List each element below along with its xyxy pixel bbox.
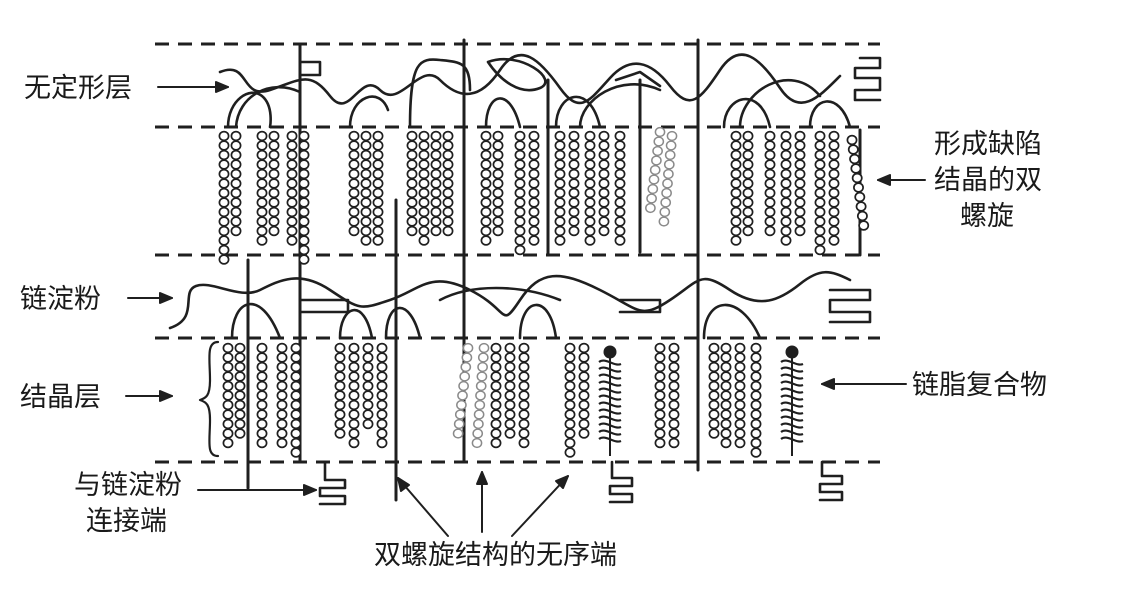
double-helix-strand (348, 342, 360, 449)
amorphous-strands-middle (168, 270, 872, 340)
double-helix-strand (828, 130, 840, 246)
double-helix-strand (290, 342, 302, 458)
arrowhead-amylopectin (159, 292, 173, 304)
double-helix-strand (518, 342, 530, 449)
label-defective-helix-line2: 结晶的双 (934, 165, 1042, 196)
double-helix-strand (276, 342, 288, 449)
amylose-lipid-complex (598, 345, 804, 456)
double-helix-strand (708, 342, 720, 439)
label-amylopectin: 链淀粉 (20, 284, 101, 315)
double-helix-strand (471, 342, 490, 449)
double-helix-strand (362, 342, 374, 430)
double-helix-strand (372, 130, 384, 246)
zigzag-ends-bottom (318, 460, 844, 506)
double-helix-strand (268, 130, 280, 237)
double-helix-strand (480, 130, 492, 246)
label-crystalline-layer: 结晶层 (20, 382, 101, 413)
double-helix-strand (584, 130, 596, 246)
callout-arrows (125, 81, 926, 537)
arrowhead-disordered-end-3 (555, 475, 569, 489)
double-helix-strand (452, 342, 474, 439)
double-helix-strand (658, 130, 678, 227)
double-helix-strand (742, 130, 754, 237)
arrow-disordered-end-3 (511, 475, 569, 537)
double-helix-strand (376, 342, 388, 449)
double-helix-strand (360, 130, 372, 246)
arrowhead-defective-helix (877, 174, 891, 186)
double-helix-strand (504, 342, 516, 439)
double-helix-strand (256, 342, 268, 449)
arrowhead-lipid-complex (821, 378, 835, 390)
double-helix-strand (668, 342, 680, 449)
double-helix-strand (614, 130, 626, 246)
amorphous-strands-top (218, 53, 852, 129)
double-helix-strand (730, 130, 742, 246)
arrowhead-connection-end (303, 484, 317, 496)
crystalline-layer-brace (198, 340, 220, 458)
double-helix-strand (794, 130, 806, 237)
double-helix-strand (734, 342, 746, 449)
double-helix-cluster-upper (218, 126, 870, 265)
double-helix-strand (418, 130, 430, 246)
double-helix-strand (492, 130, 504, 237)
double-helix-strand (218, 130, 230, 265)
double-helix-strand (230, 130, 242, 237)
double-helix-strand (442, 130, 454, 237)
label-amorphous-layer: 无定形层 (24, 73, 132, 104)
double-helix-strand (750, 342, 762, 458)
double-helix-strand (654, 342, 666, 449)
double-helix-strand (564, 342, 576, 458)
double-helix-strand (348, 130, 360, 237)
double-helix-strand (514, 130, 526, 256)
label-defective-helix-line3: 螺旋 (960, 201, 1014, 232)
label-connection-end-line1: 与链淀粉 (74, 470, 182, 501)
label-defective-helix-line1: 形成缺陷 (934, 129, 1042, 160)
double-helix-strand (490, 342, 502, 449)
label-disordered-helix-ends: 双螺旋结构的无序端 (374, 540, 617, 571)
double-helix-strand (568, 130, 580, 237)
arrowhead-disordered-end-2 (476, 471, 488, 485)
double-helix-strand (814, 130, 826, 256)
lipid-complex-helix-left (598, 345, 622, 456)
double-helix-strand (528, 130, 540, 246)
double-helix-strand (234, 342, 246, 439)
zigzag-ends-top (853, 56, 882, 102)
lipid-complex-helix-right (780, 345, 804, 456)
label-lipid-complex: 链脂复合物 (912, 370, 1047, 401)
double-helix-strand (846, 134, 870, 231)
double-helix-strand (256, 130, 268, 246)
arrowhead-disordered-end-1 (397, 477, 410, 492)
double-helix-cluster-lower (222, 342, 762, 458)
double-helix-strand (554, 130, 566, 246)
arrowhead-crystalline-layer (159, 390, 173, 402)
double-helix-strand (222, 342, 234, 449)
double-helix-strand (578, 342, 590, 439)
double-helix-strand (645, 126, 666, 214)
double-helix-strand (406, 130, 418, 237)
double-helix-strand (720, 342, 732, 449)
double-helix-strand (764, 130, 776, 237)
double-helix-strand (598, 130, 610, 237)
double-helix-strand (286, 130, 298, 246)
double-helix-strand (334, 342, 346, 439)
double-helix-strand (780, 130, 792, 246)
double-helix-strand (430, 130, 442, 237)
arrowhead-amorphous-layer (215, 81, 229, 93)
label-connection-end-line2: 连接端 (86, 506, 167, 537)
double-helix-strand (298, 130, 310, 265)
